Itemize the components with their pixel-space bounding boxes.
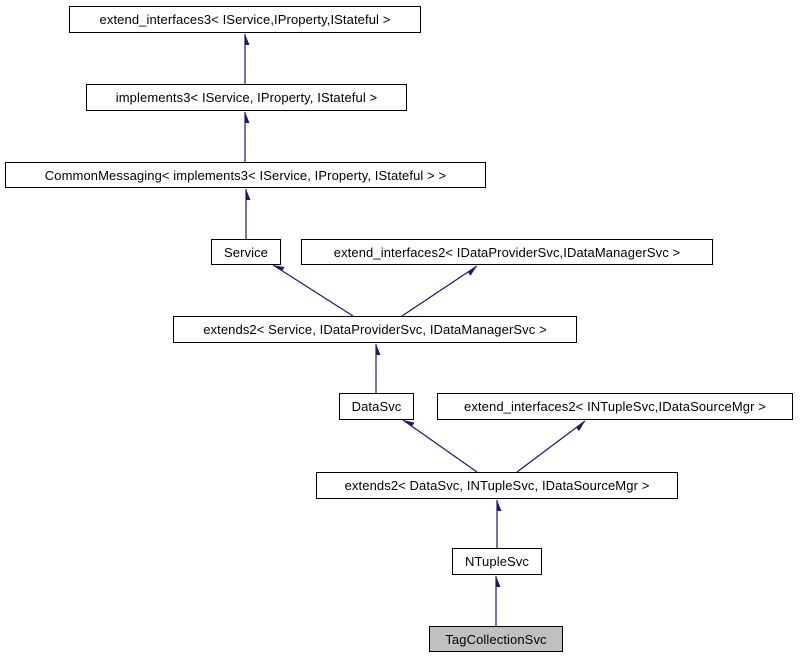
class-node-ntuplesvc[interactable]: NTupleSvc [452, 548, 542, 575]
class-node-service[interactable]: Service [211, 239, 281, 265]
inheritance-edge-extends2-datasvc-to-extend-interfaces2-ntuple [516, 420, 586, 473]
class-node-extend-interfaces2-data[interactable]: extend_interfaces2< IDataProviderSvc,IDa… [301, 239, 713, 265]
class-node-common-messaging[interactable]: CommonMessaging< implements3< IService, … [5, 162, 486, 188]
class-node-datasvc[interactable]: DataSvc [339, 393, 414, 420]
class-node-tagcollectionsvc: TagCollectionSvc [429, 626, 563, 652]
class-node-extend-interfaces2-ntuple[interactable]: extend_interfaces2< INTupleSvc,IDataSour… [437, 393, 793, 420]
class-node-extends2-service[interactable]: extends2< Service, IDataProviderSvc, IDa… [173, 316, 577, 343]
class-node-extend-interfaces3[interactable]: extend_interfaces3< IService,IProperty,I… [69, 6, 421, 33]
class-node-implements3[interactable]: implements3< IService, IProperty, IState… [86, 84, 407, 111]
inheritance-edge-extends2-datasvc-to-datasvc [402, 419, 478, 473]
class-node-extends2-datasvc[interactable]: extends2< DataSvc, INTupleSvc, IDataSour… [316, 472, 678, 499]
inheritance-edge-extends2-service-to-extend-interfaces2-data [401, 265, 478, 317]
inheritance-edge-extends2-service-to-service [272, 264, 354, 317]
